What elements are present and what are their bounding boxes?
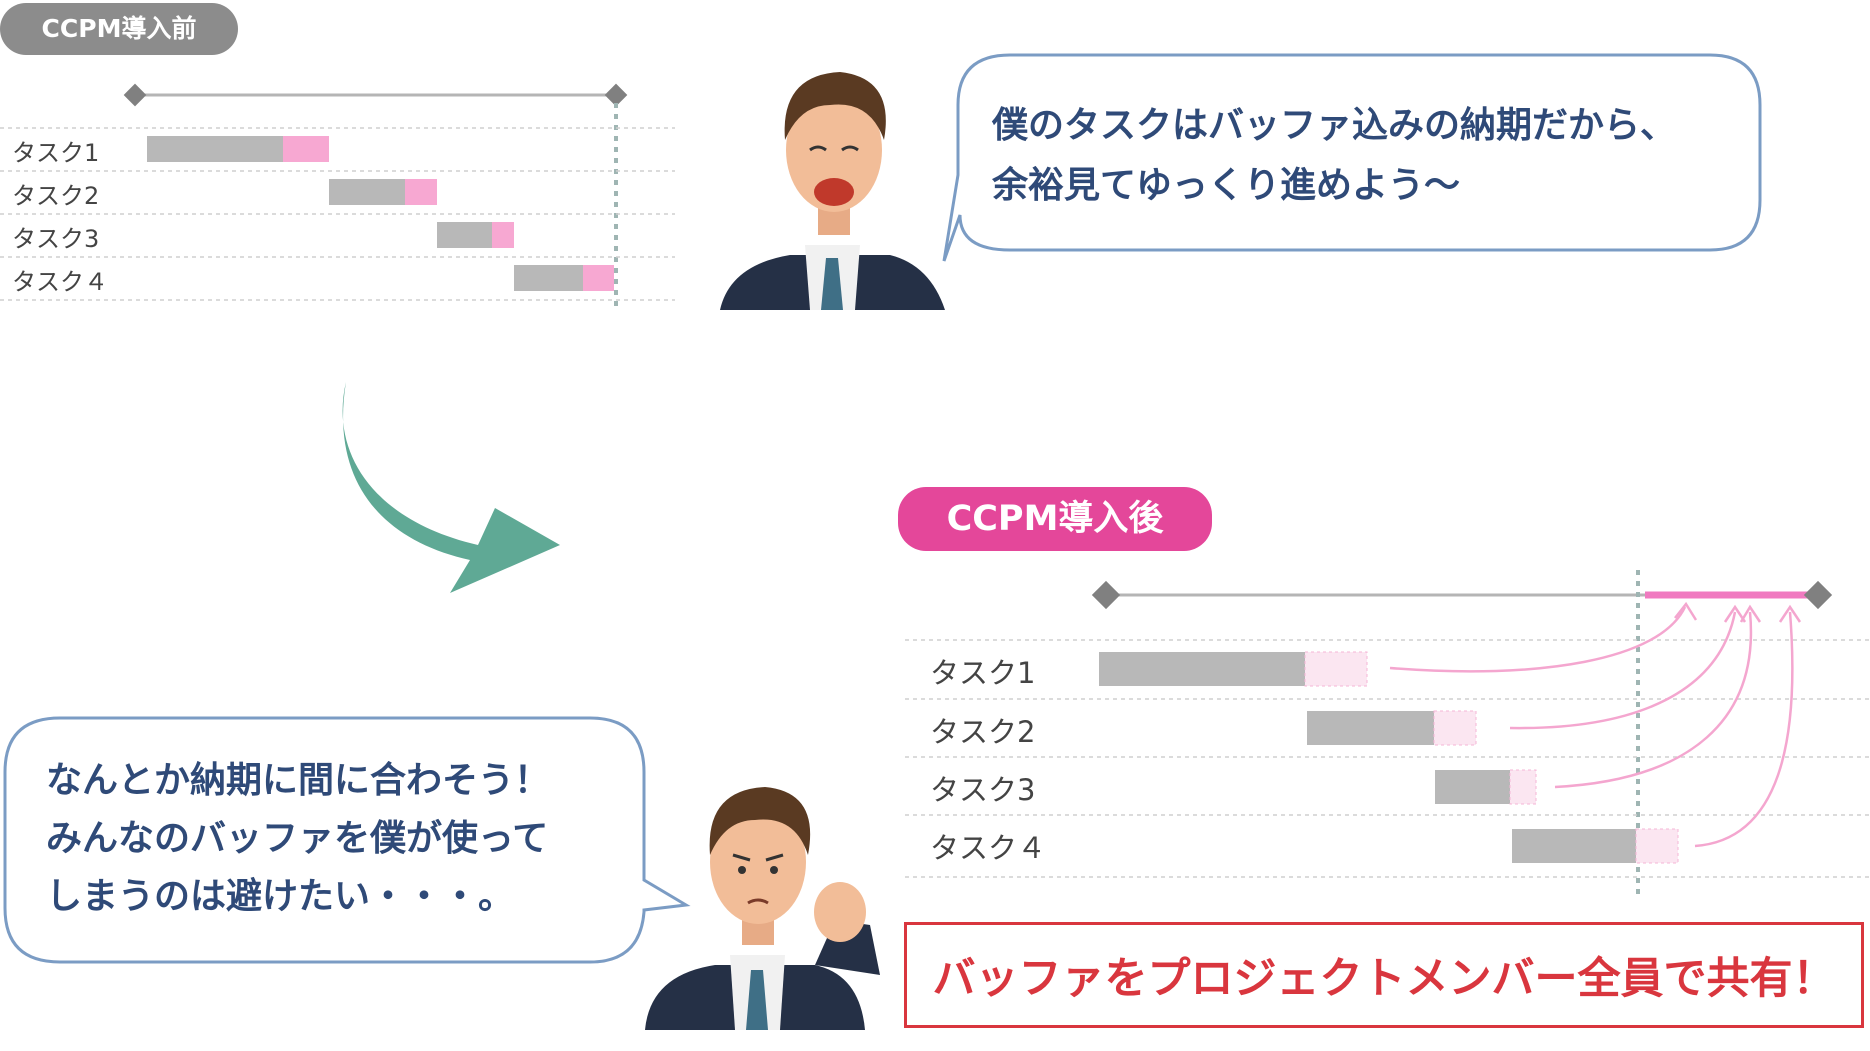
before-task-label-3: タスク3 [12,225,100,253]
after-task-bar-4 [1512,829,1636,863]
after-badge: CCPM導入後 [898,487,1212,551]
after-start-diamond [1091,580,1121,610]
after-task-label-1: タスク1 [930,656,1036,690]
before-row-lines [0,127,675,301]
share-arrow-4 [1694,611,1794,848]
share-arrow-1 [1389,606,1687,673]
brow-right-bottom [765,853,784,862]
speech-text-bottom: なんとか納期に間に合わそう！ みんなのバッファを僕が使って しまうのは避けたい・… [46,760,551,917]
before-start-diamond [123,83,147,107]
after-end-diamond [1803,580,1833,610]
before-buffer-2 [405,179,437,205]
after-task-label-3: タスク3 [930,773,1036,807]
eye-right-top [841,145,859,152]
before-task-label-2: タスク2 [12,182,100,210]
before-buffer-4 [583,265,614,291]
share-arrowhead-3 [1739,604,1762,623]
tie-bottom [746,970,768,1030]
before-task-label-4: タスク４ [12,268,108,296]
share-arrow-2 [1509,611,1737,730]
mouth-bottom [747,898,769,905]
after-chart [905,570,1870,895]
speech-text-top: 僕のタスクはバッファ込みの納期だから、 余裕見てゆっくり進めよう〜 [992,105,1677,206]
hair-bottom [709,787,811,855]
share-arrowhead-1 [1674,601,1698,621]
character-determined [645,787,880,1030]
before-buffer-1 [283,136,329,162]
hair-top [784,72,886,140]
before-task-label-1: タスク1 [12,139,100,167]
after-task-bar-2 [1307,711,1434,745]
before-end-diamond [604,83,628,107]
speech-bubble-bottom [3,716,691,964]
share-arrowhead-2 [1723,604,1747,623]
before-task-bar-2 [329,179,405,205]
mouth-open-top [814,178,854,206]
after-row-lines [905,639,1870,878]
buffer-share-arrows [1389,601,1802,848]
after-buffer-2 [1433,710,1477,746]
eye-left-bottom [738,866,746,874]
after-task-bar-1 [1099,652,1305,686]
share-buffer-banner: バッファをプロジェクトメンバー全員で共有！ [904,922,1864,1028]
after-buffer-3 [1509,769,1537,805]
eye-left-top [809,145,827,152]
share-arrow-3 [1554,611,1753,789]
brow-left-bottom [732,853,751,862]
face-top [786,88,882,212]
before-chart [0,83,675,312]
eye-right-bottom [770,866,778,874]
face-bottom [710,800,806,924]
character-happy [720,72,945,310]
before-badge: CCPM導入前 [0,3,238,55]
after-buffer-1 [1304,651,1368,687]
share-arrowhead-4 [1778,604,1802,623]
after-task-label-4: タスク４ [930,831,1047,865]
before-buffer-3 [492,222,514,248]
before-task-bar-4 [514,265,583,291]
tie-top [821,258,843,310]
after-buffer-4 [1635,828,1679,864]
before-task-bar-1 [147,136,283,162]
after-task-bar-3 [1435,770,1510,804]
speech-bubble-top [942,53,1762,262]
after-task-label-2: タスク2 [930,715,1036,749]
before-task-bar-3 [437,222,492,248]
transition-arrow-icon [342,382,560,593]
fist-icon [814,882,866,942]
